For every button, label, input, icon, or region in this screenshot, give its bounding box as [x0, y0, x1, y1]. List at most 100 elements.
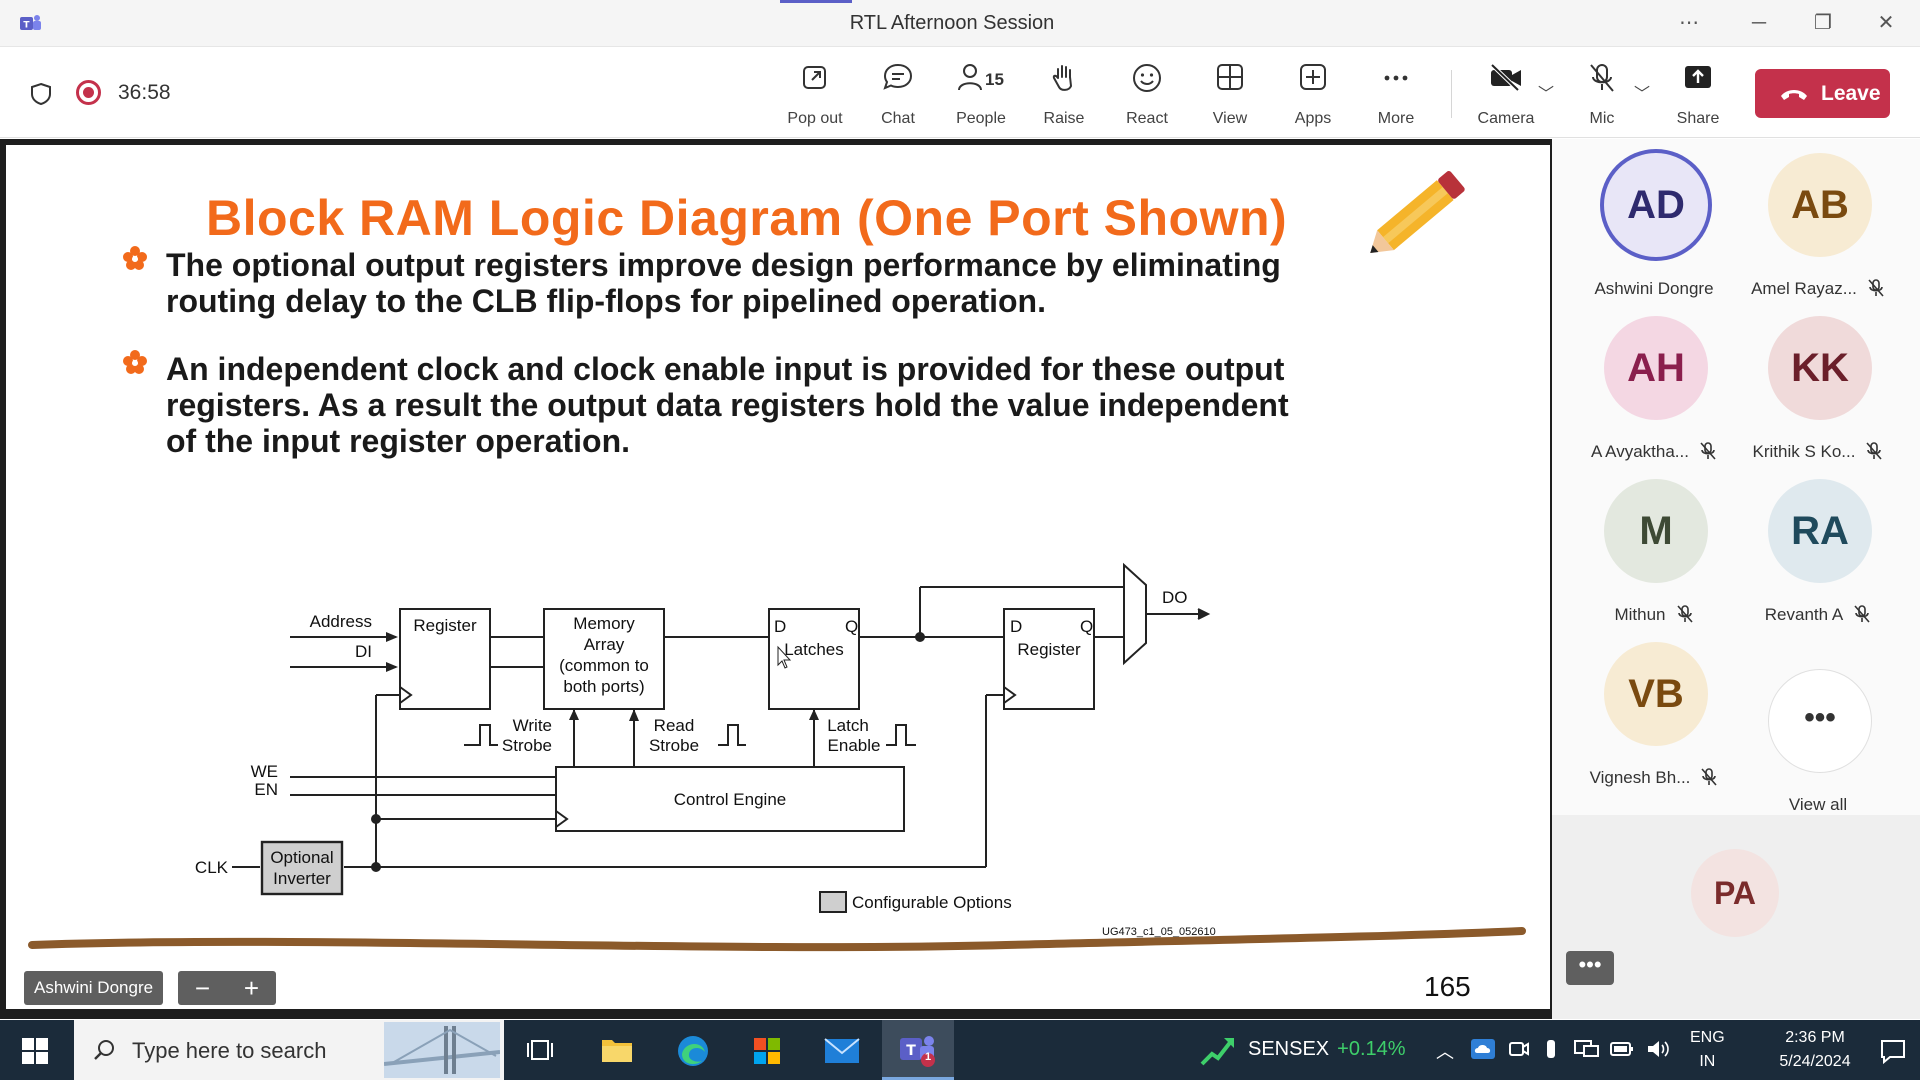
avatar: RA — [1768, 479, 1872, 583]
people-button[interactable]: 15 People — [941, 58, 1021, 134]
windows-start-icon[interactable] — [22, 1038, 48, 1064]
mic-options-chevron-icon[interactable]: ﹀ — [1634, 86, 1651, 103]
latches-q-label: Q — [845, 617, 858, 636]
close-button[interactable]: ✕ — [1877, 12, 1895, 34]
view-label: View — [1212, 110, 1248, 127]
title-bar: T RTL Afternoon Session ⋯ ─ ❐ ✕ — [0, 0, 1920, 47]
minimize-button[interactable]: ─ — [1751, 12, 1767, 34]
mic-off-icon — [1590, 64, 1614, 92]
participant-tile[interactable]: RA Revanth A — [1736, 469, 1900, 629]
restore-button[interactable]: ❐ — [1814, 12, 1832, 34]
optional-inverter-label: Optional — [270, 848, 333, 867]
show-hidden-icons-chevron-icon[interactable]: ︿ — [1436, 1042, 1454, 1062]
apps-button[interactable]: Apps — [1273, 58, 1353, 134]
teams-taskbar-button[interactable]: T 1 — [882, 1020, 954, 1080]
participant-name-text: Mithun — [1614, 605, 1666, 624]
more-options-icon[interactable]: ••• — [1566, 951, 1614, 985]
search-placeholder: Type here to search — [132, 1038, 327, 1063]
shield-icon[interactable] — [30, 82, 52, 106]
leave-button[interactable]: Leave — [1755, 69, 1890, 118]
raise-hand-button[interactable]: Raise — [1024, 58, 1104, 134]
svg-text:T: T — [906, 1043, 916, 1059]
shared-content-stage: Block RAM Logic Diagram (One Port Shown)… — [0, 139, 1552, 1019]
cloud-sync-icon[interactable] — [1470, 1038, 1496, 1060]
notifications-icon[interactable] — [1880, 1038, 1906, 1064]
pencil-icon[interactable] — [1354, 159, 1474, 271]
mail-button[interactable] — [806, 1020, 878, 1080]
participant-name-text: Revanth A — [1764, 605, 1844, 624]
teams-icon: T — [900, 1036, 935, 1067]
we-label: WE — [251, 762, 278, 781]
latches-label: Latches — [784, 640, 844, 659]
task-view-button[interactable] — [504, 1020, 576, 1080]
optional-inverter-box — [260, 840, 344, 896]
stock-trend-up-icon — [1200, 1038, 1234, 1066]
teams-logo-icon[interactable]: T — [18, 12, 42, 34]
participant-tile[interactable]: AD Ashwini Dongre — [1572, 143, 1736, 303]
view-button[interactable]: View — [1190, 58, 1270, 134]
participant-name: Revanth A — [1736, 605, 1900, 625]
clock-date: 5/24/2024 — [1779, 1053, 1851, 1070]
mic-muted-icon — [1866, 442, 1883, 460]
do-label: DO — [1162, 588, 1188, 607]
edge-browser-button[interactable] — [656, 1020, 728, 1080]
popout-label: Pop out — [787, 110, 843, 127]
slide-title: Block RAM Logic Diagram (One Port Shown) — [206, 190, 1288, 246]
network-icon[interactable] — [1574, 1038, 1600, 1060]
figure-id-label: UG473_c1_05_052610 — [1102, 926, 1216, 938]
mic-muted-icon — [1700, 442, 1716, 460]
battery-icon[interactable] — [1610, 1038, 1634, 1060]
avatar: VB — [1604, 642, 1708, 746]
avatar[interactable]: PA — [1691, 849, 1779, 937]
mic-muted-icon — [1676, 605, 1693, 623]
camera-options-chevron-icon[interactable]: ﹀ — [1538, 86, 1555, 103]
share-button[interactable]: Share — [1658, 58, 1738, 134]
chat-button[interactable]: Chat — [858, 58, 938, 134]
microsoft-store-button[interactable] — [730, 1020, 802, 1080]
bullet-line: registers. As a result the output data r… — [166, 387, 1289, 423]
store-icon — [754, 1038, 780, 1064]
view-all-tile[interactable]: ••• View all — [1736, 659, 1900, 819]
camera-button[interactable]: Camera — [1466, 58, 1546, 134]
meet-now-icon[interactable] — [1508, 1038, 1530, 1060]
more-label: More — [1377, 110, 1415, 127]
leave-label: Leave — [1821, 82, 1881, 105]
react-button[interactable]: React — [1107, 58, 1187, 134]
system-clock[interactable]: 2:36 PM 5/24/2024 — [1770, 1026, 1860, 1074]
usb-drive-icon[interactable] — [1544, 1038, 1558, 1062]
zoom-control: − + — [178, 971, 276, 1005]
avatar: AD — [1604, 153, 1708, 257]
mic-button[interactable]: Mic — [1562, 58, 1642, 134]
write-strobe-label: Write — [513, 716, 552, 735]
popout-button[interactable]: Pop out — [775, 58, 855, 134]
annotation-stroke — [28, 927, 1526, 952]
avatar: AB — [1768, 153, 1872, 257]
zoom-in-button[interactable]: + — [243, 973, 260, 1003]
volume-icon[interactable] — [1646, 1038, 1670, 1060]
bridge-search-highlight-icon — [384, 1022, 500, 1078]
more-options-icon[interactable]: ⋯ — [1679, 12, 1699, 34]
participant-name-text: Ashwini Dongre — [1594, 279, 1714, 298]
language-indicator[interactable]: ENG IN — [1690, 1026, 1725, 1074]
svg-text:T: T — [23, 21, 30, 31]
zoom-out-button[interactable]: − — [194, 973, 211, 1003]
stock-widget[interactable]: SENSEX+0.14% — [1248, 1038, 1406, 1061]
presenter-name-tag: Ashwini Dongre — [24, 971, 164, 1005]
camera-off-icon — [1490, 63, 1521, 92]
raise-label: Raise — [1043, 110, 1085, 127]
more-button[interactable]: More — [1356, 58, 1436, 134]
slide-bullet: The optional output registers improve de… — [166, 247, 1376, 319]
memory-array-label: Array — [584, 635, 625, 654]
taskbar-search-box[interactable]: Type here to search — [74, 1020, 504, 1080]
bullet-line: routing delay to the CLB flip-flops for … — [166, 283, 1046, 319]
search-icon — [94, 1040, 114, 1060]
mic-muted-icon — [1701, 768, 1718, 786]
file-explorer-button[interactable] — [580, 1020, 652, 1080]
chat-icon — [883, 63, 913, 90]
people-icon — [958, 64, 982, 91]
